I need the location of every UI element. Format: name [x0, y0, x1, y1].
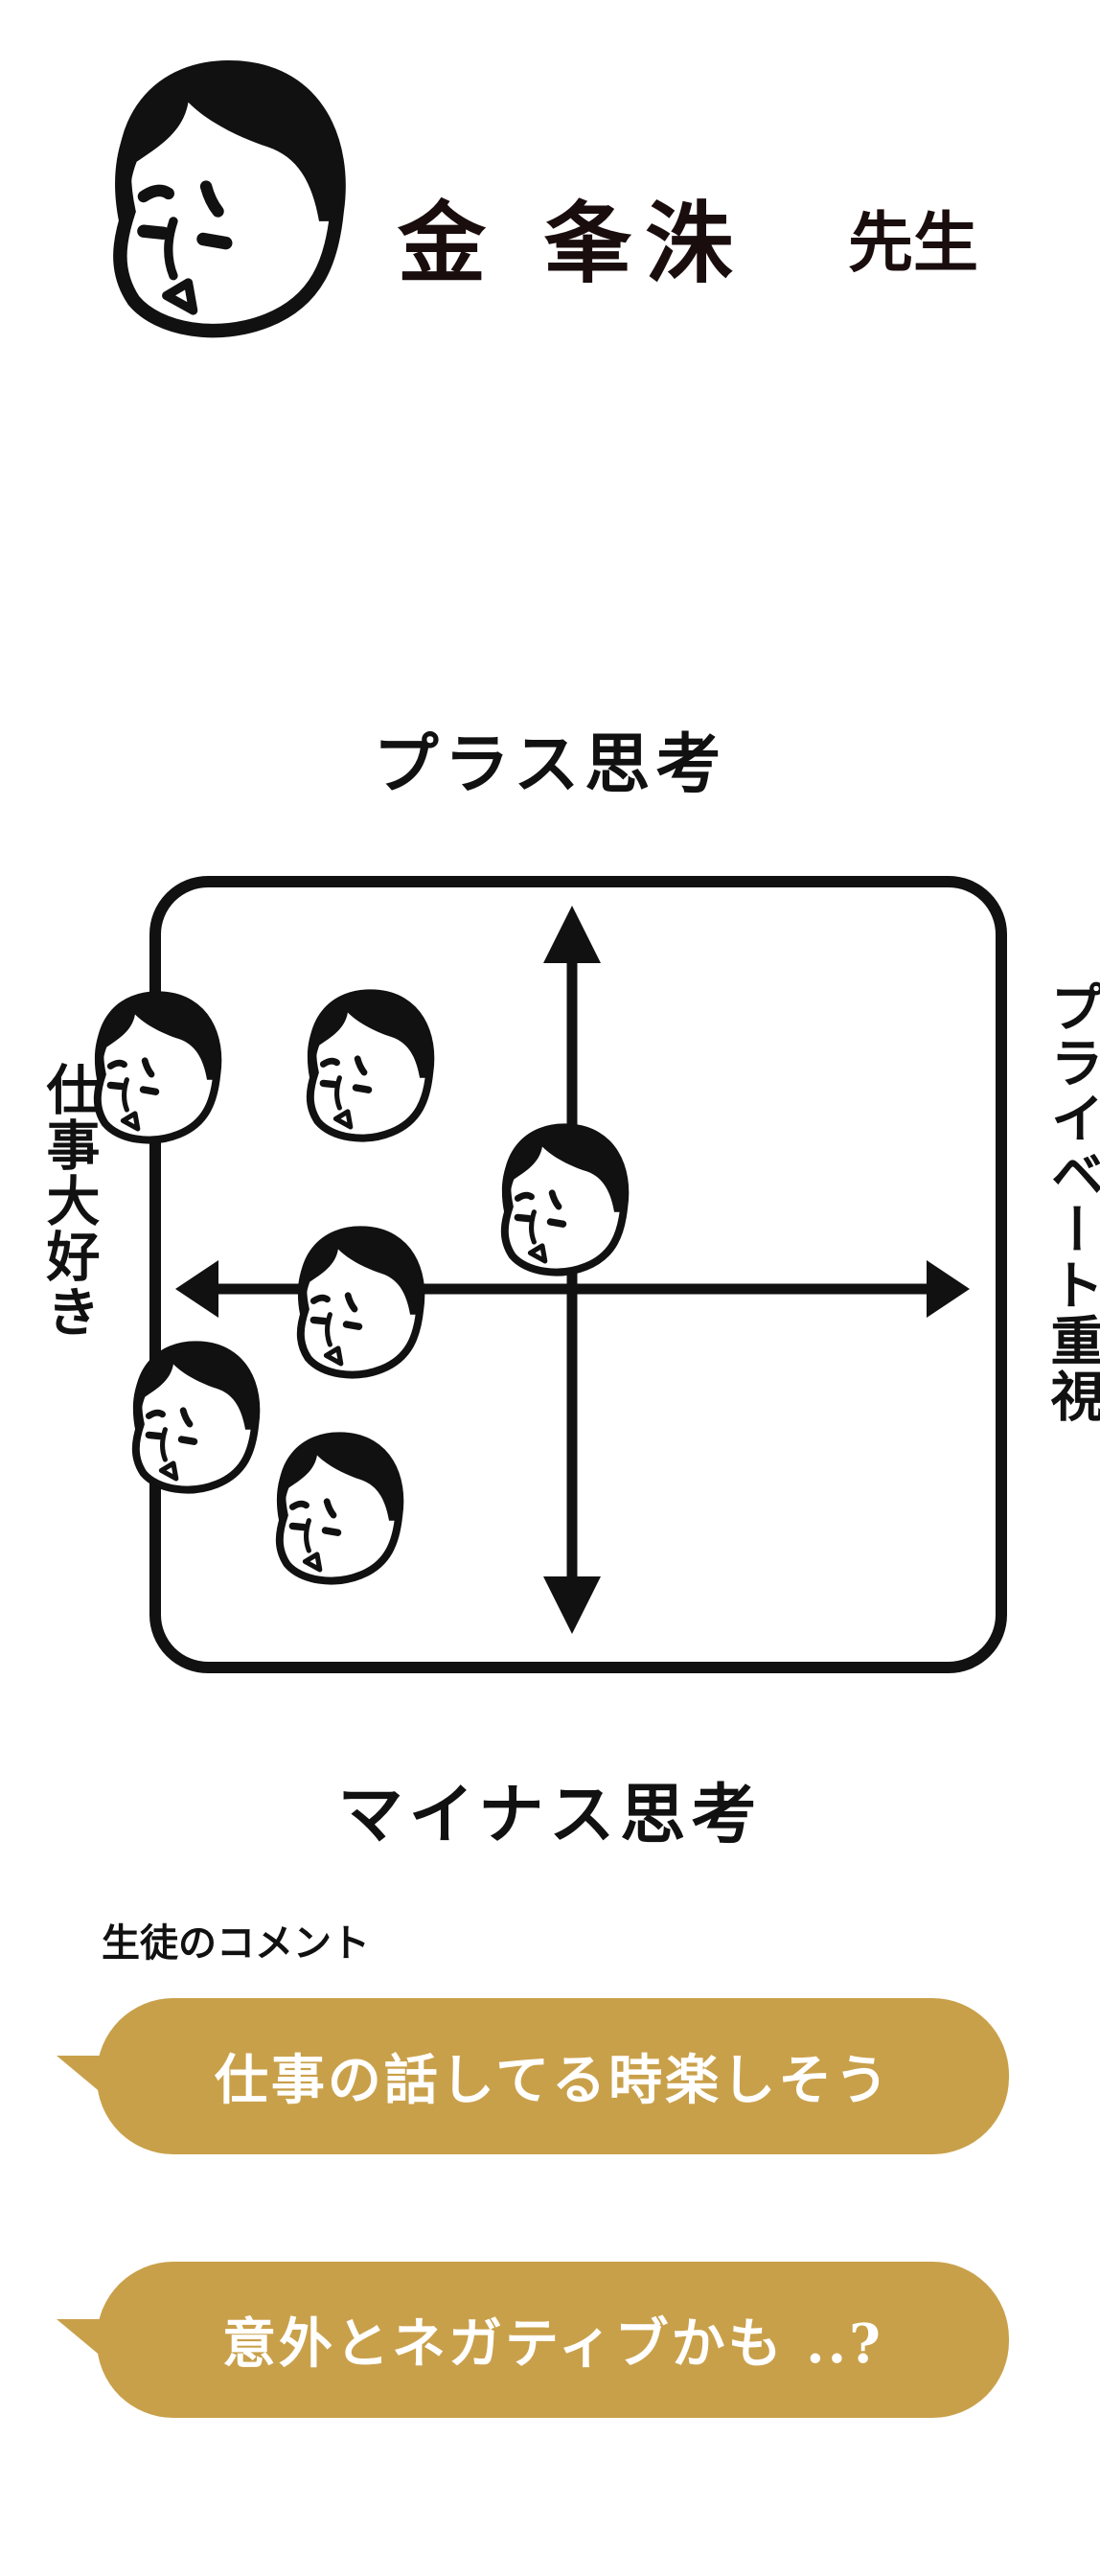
personality-matrix — [0, 876, 1007, 1673]
face-marker — [502, 1125, 626, 1273]
arrow-up-icon — [543, 906, 601, 963]
arrow-down-icon — [543, 1576, 601, 1634]
teacher-honorific: 先生 — [848, 205, 979, 282]
arrow-right-icon — [927, 1260, 970, 1318]
face-marker — [298, 1228, 422, 1375]
face-marker — [133, 1343, 257, 1490]
matrix-frame — [149, 876, 1007, 1673]
face-marker — [308, 991, 431, 1138]
comment-bubble: 仕事の話してる時楽しそう — [57, 1998, 1009, 2154]
axis-label-right: プライベート重視 — [1042, 979, 1100, 1424]
axis-label-top: プラス思考 — [373, 726, 727, 803]
comment-text: 意外とネガティブかも ..? — [222, 2312, 883, 2376]
face-marker — [277, 1434, 401, 1581]
axis-label-left: 仕事大好き — [37, 1062, 101, 1340]
arrow-left-icon — [175, 1260, 218, 1318]
comment-bubble: 意外とネガティブかも ..? — [57, 2262, 1009, 2418]
comment-text: 仕事の話してる時楽しそう — [214, 2049, 892, 2112]
comments-heading: 生徒のコメント — [102, 1920, 370, 1966]
teacher-name: 金 夆洙 — [398, 192, 747, 295]
teacher-avatar — [86, 53, 350, 340]
face-marker — [95, 993, 218, 1140]
bubble-tail — [57, 2319, 103, 2358]
bubble-tail — [57, 2056, 103, 2094]
axis-label-bottom: マイナス思考 — [337, 1777, 763, 1853]
